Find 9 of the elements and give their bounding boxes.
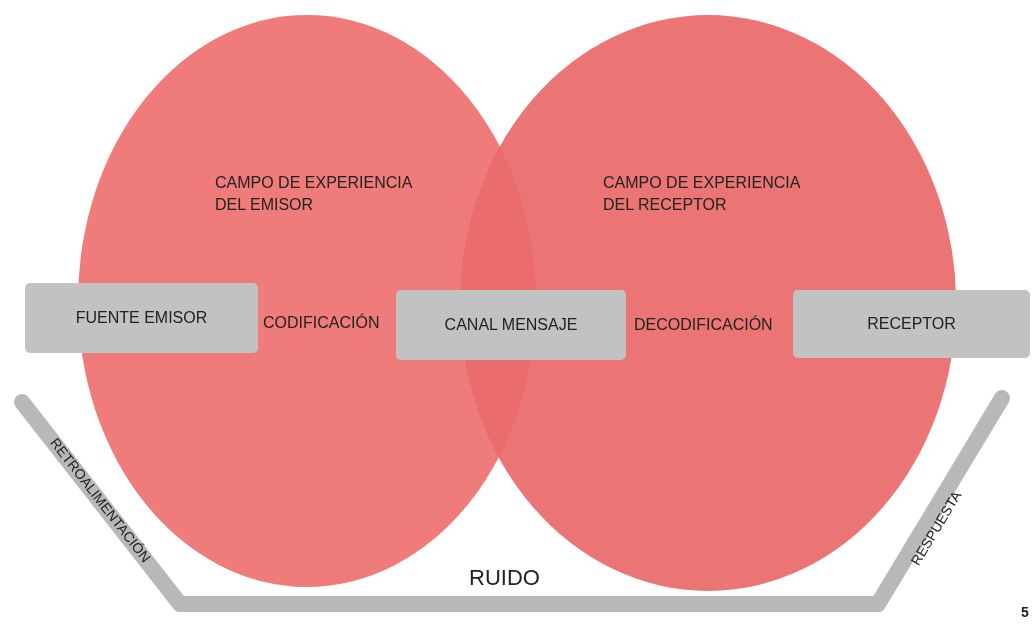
process-label: DECODIFICACIÓN <box>634 316 773 334</box>
noise-label: RUIDO <box>469 565 540 591</box>
page-number: 5 <box>1021 604 1029 620</box>
process-box: CANAL MENSAJE <box>396 290 626 360</box>
process-box: FUENTE EMISOR <box>25 283 258 353</box>
field-title: CAMPO DE EXPERIENCIA DEL RECEPTOR <box>603 173 802 215</box>
field-title: CAMPO DE EXPERIENCIA DEL EMISOR <box>215 173 414 215</box>
process-box: RECEPTOR <box>793 290 1030 358</box>
process-label: CODIFICACIÓN <box>263 314 380 332</box>
